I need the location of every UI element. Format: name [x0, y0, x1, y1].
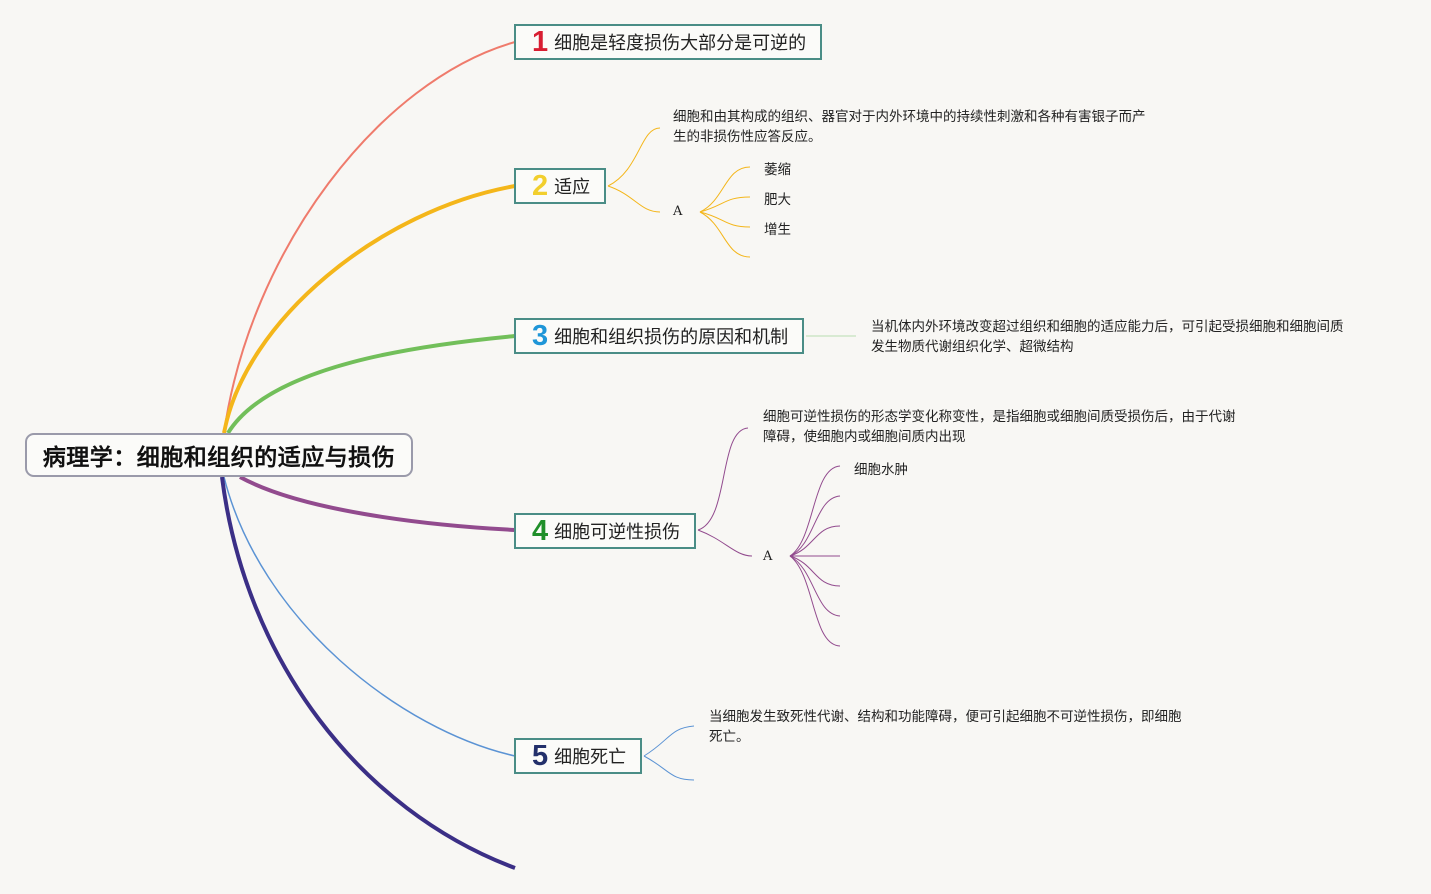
root-topic[interactable]: 病理学：细胞和组织的适应与损伤: [25, 433, 413, 477]
topic-1-label: 细胞是轻度损伤大部分是可逆的: [554, 33, 807, 54]
topic-1-number: 1: [532, 25, 549, 58]
topic-5-label: 细胞死亡: [554, 747, 627, 768]
branch-3: [226, 334, 516, 435]
adaptation-definition-line-1: 细胞和由其构成的组织、器官对于内外环境中的持续性刺激和各种有害银子而产: [673, 109, 1146, 125]
topic-5[interactable]: 5 细胞死亡: [514, 738, 643, 774]
topic-4-number: 4: [532, 514, 549, 547]
topic-3-label: 细胞和组织损伤的原因和机制: [554, 327, 789, 348]
death-definition-line-2: 死亡。: [709, 729, 750, 745]
adaptation-definition-line-2: 生的非损伤性应答反应。: [673, 129, 822, 145]
topic-3-number: 3: [532, 319, 549, 352]
reversible-definition-line-2: 障碍，使细胞内或细胞间质内出现: [763, 429, 966, 445]
topic-1[interactable]: 1 细胞是轻度损伤大部分是可逆的: [514, 24, 823, 60]
topic-2-label: 适应: [554, 177, 591, 198]
reversible-a-label[interactable]: A: [763, 549, 773, 564]
root-title: 病理学：细胞和组织的适应与损伤: [42, 445, 396, 471]
topic-2-number: 2: [532, 169, 549, 202]
adaptation-type-hyperplasia[interactable]: 增生: [764, 222, 791, 238]
adaptation-type-hypertrophy[interactable]: 肥大: [764, 192, 791, 208]
reversible-type-cell-swelling[interactable]: 细胞水肿: [854, 462, 908, 478]
reversible-definition-line-1: 细胞可逆性损伤的形态学变化称变性，是指细胞或细胞间质受损伤后，由于代谢: [763, 409, 1236, 425]
causes-definition-line-2: 发生物质代谢组织化学、超微结构: [871, 339, 1074, 355]
causes-definition-line-1: 当机体内外环境改变超过组织和细胞的适应能力后，可引起受损细胞和细胞间质: [871, 319, 1344, 335]
branch-4: [239, 475, 516, 532]
branch-5: [223, 476, 516, 757]
topic-5-number: 5: [532, 739, 549, 772]
adaptation-a-label[interactable]: A: [673, 204, 683, 219]
topic-4[interactable]: 4 细胞可逆性损伤: [514, 513, 697, 549]
topic-2[interactable]: 2 适应: [514, 168, 607, 204]
branch-2: [222, 184, 516, 434]
reversible-definition[interactable]: 细胞可逆性损伤的形态学变化称变性，是指细胞或细胞间质受损伤后，由于代谢 障碍，使…: [763, 407, 1236, 447]
branch-1: [223, 41, 516, 434]
adaptation-type-atrophy[interactable]: 萎缩: [764, 162, 791, 178]
branch-extra: [220, 476, 516, 870]
topic-3[interactable]: 3 细胞和组织损伤的原因和机制: [514, 318, 805, 354]
death-definition-line-1: 当细胞发生致死性代谢、结构和功能障碍，便可引起细胞不可逆性损伤，即细胞: [709, 709, 1182, 725]
causes-definition[interactable]: 当机体内外环境改变超过组织和细胞的适应能力后，可引起受损细胞和细胞间质 发生物质…: [871, 317, 1344, 357]
death-definition[interactable]: 当细胞发生致死性代谢、结构和功能障碍，便可引起细胞不可逆性损伤，即细胞 死亡。: [709, 707, 1182, 747]
topic-4-label: 细胞可逆性损伤: [554, 522, 681, 543]
adaptation-definition[interactable]: 细胞和由其构成的组织、器官对于内外环境中的持续性刺激和各种有害银子而产 生的非损…: [673, 107, 1146, 147]
